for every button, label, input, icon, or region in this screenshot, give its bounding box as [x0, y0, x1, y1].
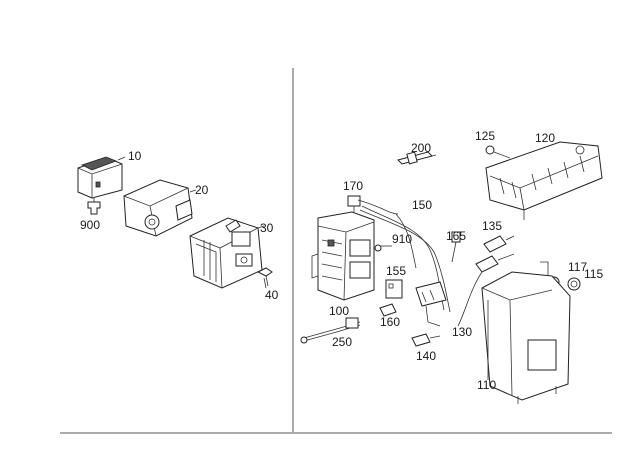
part-30-burner-assembly: [189, 217, 265, 289]
part-115-cap: [567, 277, 581, 291]
callout-20: 20: [195, 183, 209, 197]
callout-150: 150: [412, 198, 433, 212]
callout-170: 170: [343, 179, 364, 193]
callout-30: 30: [260, 221, 274, 235]
part-110-casing: [481, 261, 571, 404]
part-250-cable: [300, 317, 361, 344]
callout-155: 155: [386, 264, 407, 278]
part-160-fitting: [379, 303, 397, 317]
part-900-connector: [87, 198, 101, 215]
callout-160: 160: [380, 315, 401, 329]
part-135-filter: [457, 235, 515, 327]
part-155-relay: [385, 279, 403, 299]
callout-125: 125: [475, 129, 496, 143]
callout-165: 165: [446, 229, 467, 243]
callout-140: 140: [416, 349, 437, 363]
part-150-wiring-harness: [359, 205, 451, 313]
part-120-heat-exchanger: [485, 141, 603, 220]
callout-130: 130: [452, 325, 473, 339]
part-100-heater-unit: [311, 211, 375, 301]
callout-135: 135: [482, 219, 503, 233]
part-125-bolt: [485, 145, 511, 159]
callout-200: 200: [411, 141, 432, 155]
part-10-control-box: [77, 156, 126, 199]
part-20-cover: [123, 179, 197, 237]
callout-40: 40: [265, 288, 279, 302]
part-200-electrode: [397, 151, 437, 165]
part-165-plug: [451, 231, 461, 263]
callout-100: 100: [329, 304, 350, 318]
part-170-clip: [347, 195, 399, 215]
callout-110: 110: [477, 378, 497, 392]
callout-900: 900: [80, 218, 101, 232]
part-140-sensor: [411, 333, 441, 347]
part-40-screw: [256, 267, 273, 289]
callout-120: 120: [535, 131, 556, 145]
callout-10: 10: [128, 149, 142, 163]
callout-910: 910: [392, 232, 413, 246]
callout-250: 250: [332, 335, 353, 349]
callout-115: 115: [584, 267, 604, 281]
part-130-connector-block: [415, 281, 447, 327]
callout-117: 117: [568, 260, 588, 274]
